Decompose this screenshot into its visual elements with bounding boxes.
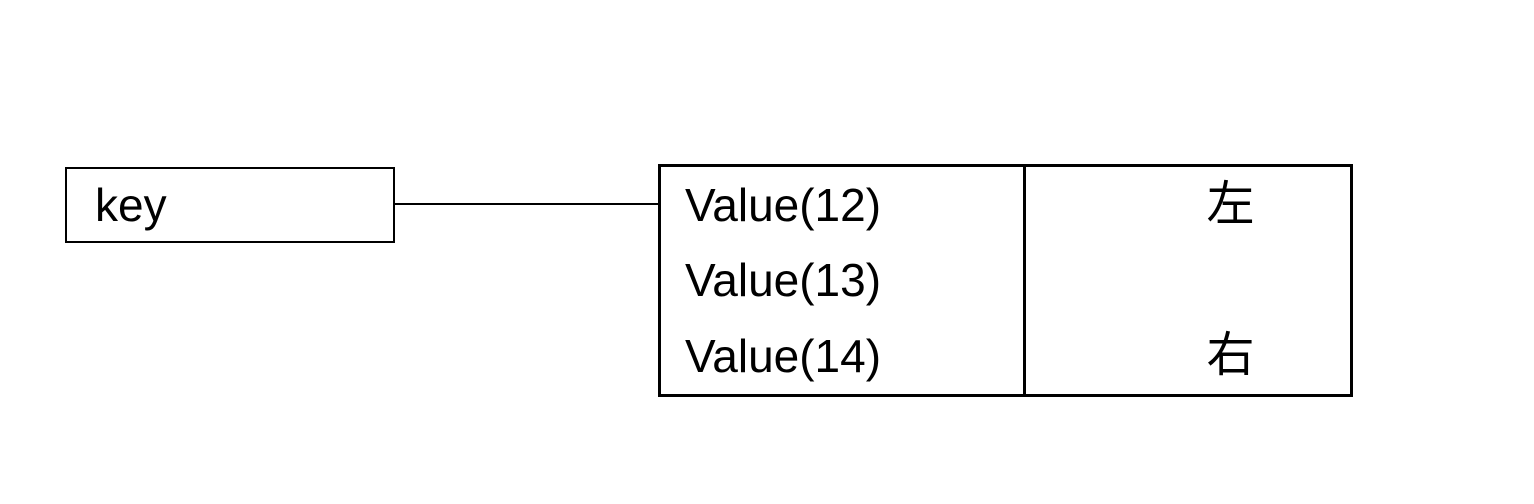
value-label: Value(13) xyxy=(685,254,882,307)
table-row-3-annotation-cell: 右 xyxy=(1026,318,1350,394)
value-label: Value(14) xyxy=(685,330,882,383)
annotation-label: 右 xyxy=(1206,329,1255,383)
value-table: Value(12) 左 Value(13) Value(14) 右 xyxy=(658,164,1353,397)
key-node-label: key xyxy=(95,179,167,231)
key-node: key xyxy=(65,167,395,243)
table-row-2-annotation-cell xyxy=(1026,243,1350,319)
table-row-1-value-cell: Value(12) xyxy=(661,167,1026,243)
value-label: Value(12) xyxy=(685,178,882,231)
annotation-label: 左 xyxy=(1206,177,1255,231)
table-row-2-value-cell: Value(13) xyxy=(661,242,1026,319)
table-row-3-value-cell: Value(14) xyxy=(661,318,1026,394)
connector-line xyxy=(395,203,658,205)
table-row-1-annotation-cell: 左 xyxy=(1026,167,1350,243)
